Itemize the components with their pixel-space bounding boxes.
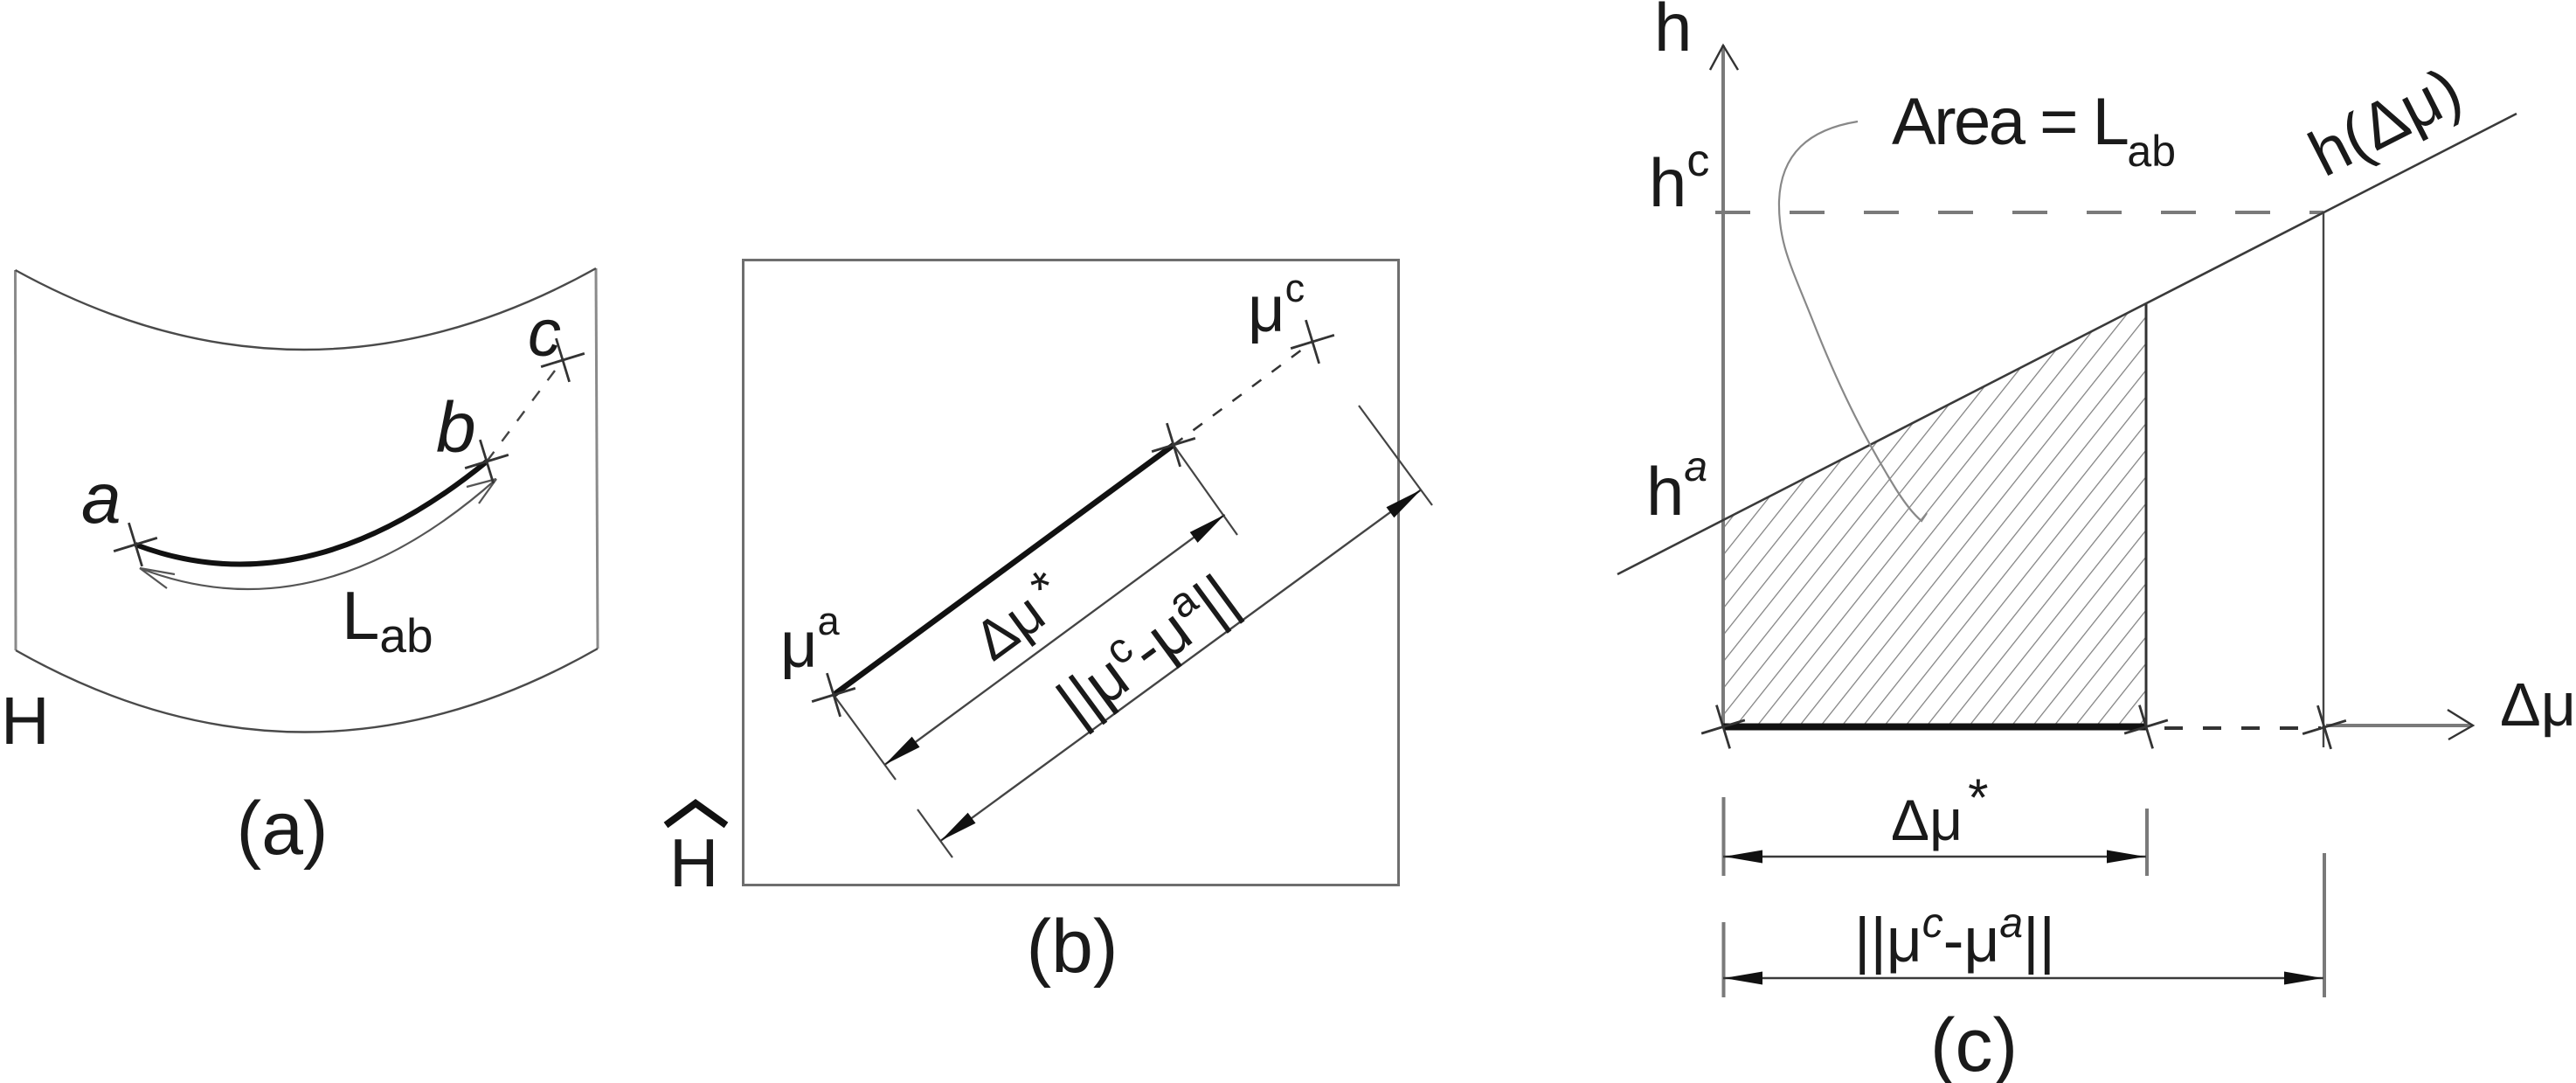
svg-text:Δμ*: Δμ*	[1891, 768, 1988, 852]
svg-text:a: a	[81, 459, 121, 538]
svg-text:||μc-μa||: ||μc-μa||	[1854, 900, 2055, 975]
svg-text:Area = Lab: Area = Lab	[1892, 85, 2176, 176]
svg-text:b: b	[436, 388, 476, 468]
svg-text:(a): (a)	[236, 787, 328, 871]
svg-text:(b): (b)	[1026, 905, 1118, 989]
svg-text:Lab: Lab	[342, 577, 433, 663]
svg-text:c: c	[528, 296, 561, 371]
svg-text:H: H	[1, 684, 50, 759]
svg-text:H: H	[669, 824, 718, 901]
svg-text:μa: μa	[780, 599, 841, 681]
svg-text:μc: μc	[1248, 266, 1305, 345]
svg-text:Δμ*: Δμ*	[959, 559, 1077, 673]
svg-text:||μc-μa||: ||μc-μa||	[1042, 558, 1250, 739]
svg-text:(c): (c)	[1930, 1003, 2018, 1083]
svg-text:h: h	[1654, 0, 1692, 66]
svg-text:ha: ha	[1646, 444, 1707, 530]
svg-text:h(Δμ): h(Δμ)	[2297, 53, 2472, 191]
svg-text:Δμ: Δμ	[2500, 670, 2576, 739]
svg-text:hc: hc	[1649, 135, 1709, 221]
